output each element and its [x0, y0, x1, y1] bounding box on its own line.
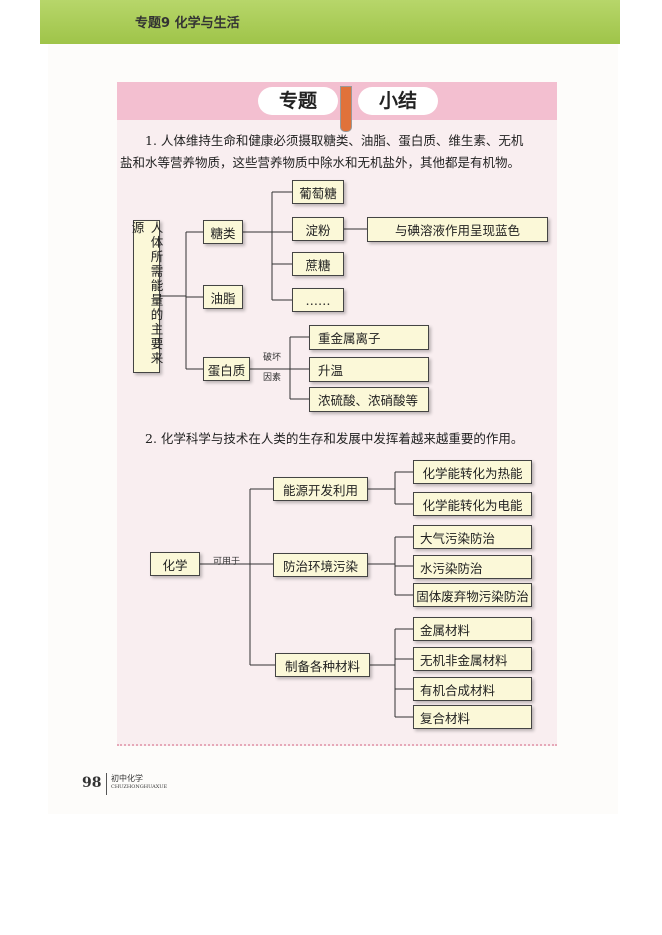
node-protein: 蛋白质 — [203, 357, 250, 381]
chapter-title: 专题9 化学与生活 — [135, 16, 240, 31]
node-starch-iodine: 与碘溶液作用呈现蓝色 — [367, 217, 548, 242]
flask-icon — [340, 86, 352, 132]
node-sucrose: 蔗糖 — [292, 252, 344, 276]
node-materials: 制备各种材料 — [275, 653, 370, 677]
node-water-pollution: 水污染防治 — [413, 555, 532, 579]
node-organic-materials: 有机合成材料 — [413, 677, 532, 701]
node-composite-materials: 复合材料 — [413, 705, 532, 729]
node-acids: 浓硫酸、浓硝酸等 — [309, 387, 429, 412]
node-electric-energy: 化学能转化为电能 — [413, 492, 532, 516]
root-energy-source: 人体所需能量的主要来源 — [130, 220, 164, 373]
chapter-header: 专题9 化学与生活 — [40, 0, 620, 44]
node-glucose: 葡萄糖 — [292, 180, 344, 204]
node-solid-waste: 固体废弃物污染防治 — [413, 583, 532, 607]
factor-label-2: 因素 — [263, 373, 282, 383]
paragraph-1-line-1: 1. 人体维持生命和健康必须摄取糖类、油脂、蛋白质、维生素、无机 — [145, 133, 524, 148]
node-inorganic-materials: 无机非金属材料 — [413, 647, 532, 671]
node-fat: 油脂 — [203, 285, 243, 309]
node-sugar: 糖类 — [203, 220, 243, 244]
edge-label-used-for: 可用于 — [213, 557, 241, 567]
node-air-pollution: 大气污染防治 — [413, 525, 532, 549]
node-environment: 防治环境污染 — [273, 553, 368, 577]
banner-title-left: 专题 — [258, 87, 338, 115]
node-heat-energy: 化学能转化为热能 — [413, 460, 532, 484]
root-chemistry: 化学 — [150, 552, 200, 576]
node-energy: 能源开发利用 — [273, 477, 368, 501]
banner-title-right: 小结 — [358, 87, 438, 115]
factor-label-1: 破坏 — [263, 353, 282, 363]
node-metal-materials: 金属材料 — [413, 617, 532, 641]
paragraph-1-line-2: 盐和水等营养物质，这些营养物质中除水和无机盐外，其他都是有机物。 — [120, 155, 521, 170]
node-heating: 升温 — [309, 357, 429, 382]
node-heavy-metal: 重金属离子 — [309, 325, 429, 350]
node-etc: …… — [292, 288, 344, 312]
node-starch: 淀粉 — [292, 217, 344, 241]
paragraph-2: 2. 化学科学与技术在人类的生存和发展中发挥着越来越重要的作用。 — [145, 431, 524, 446]
book-pinyin: CHUZHONGHUAXUE — [111, 784, 168, 790]
book-name: 初中化学 — [111, 774, 143, 783]
page-number: 98 — [82, 775, 102, 791]
